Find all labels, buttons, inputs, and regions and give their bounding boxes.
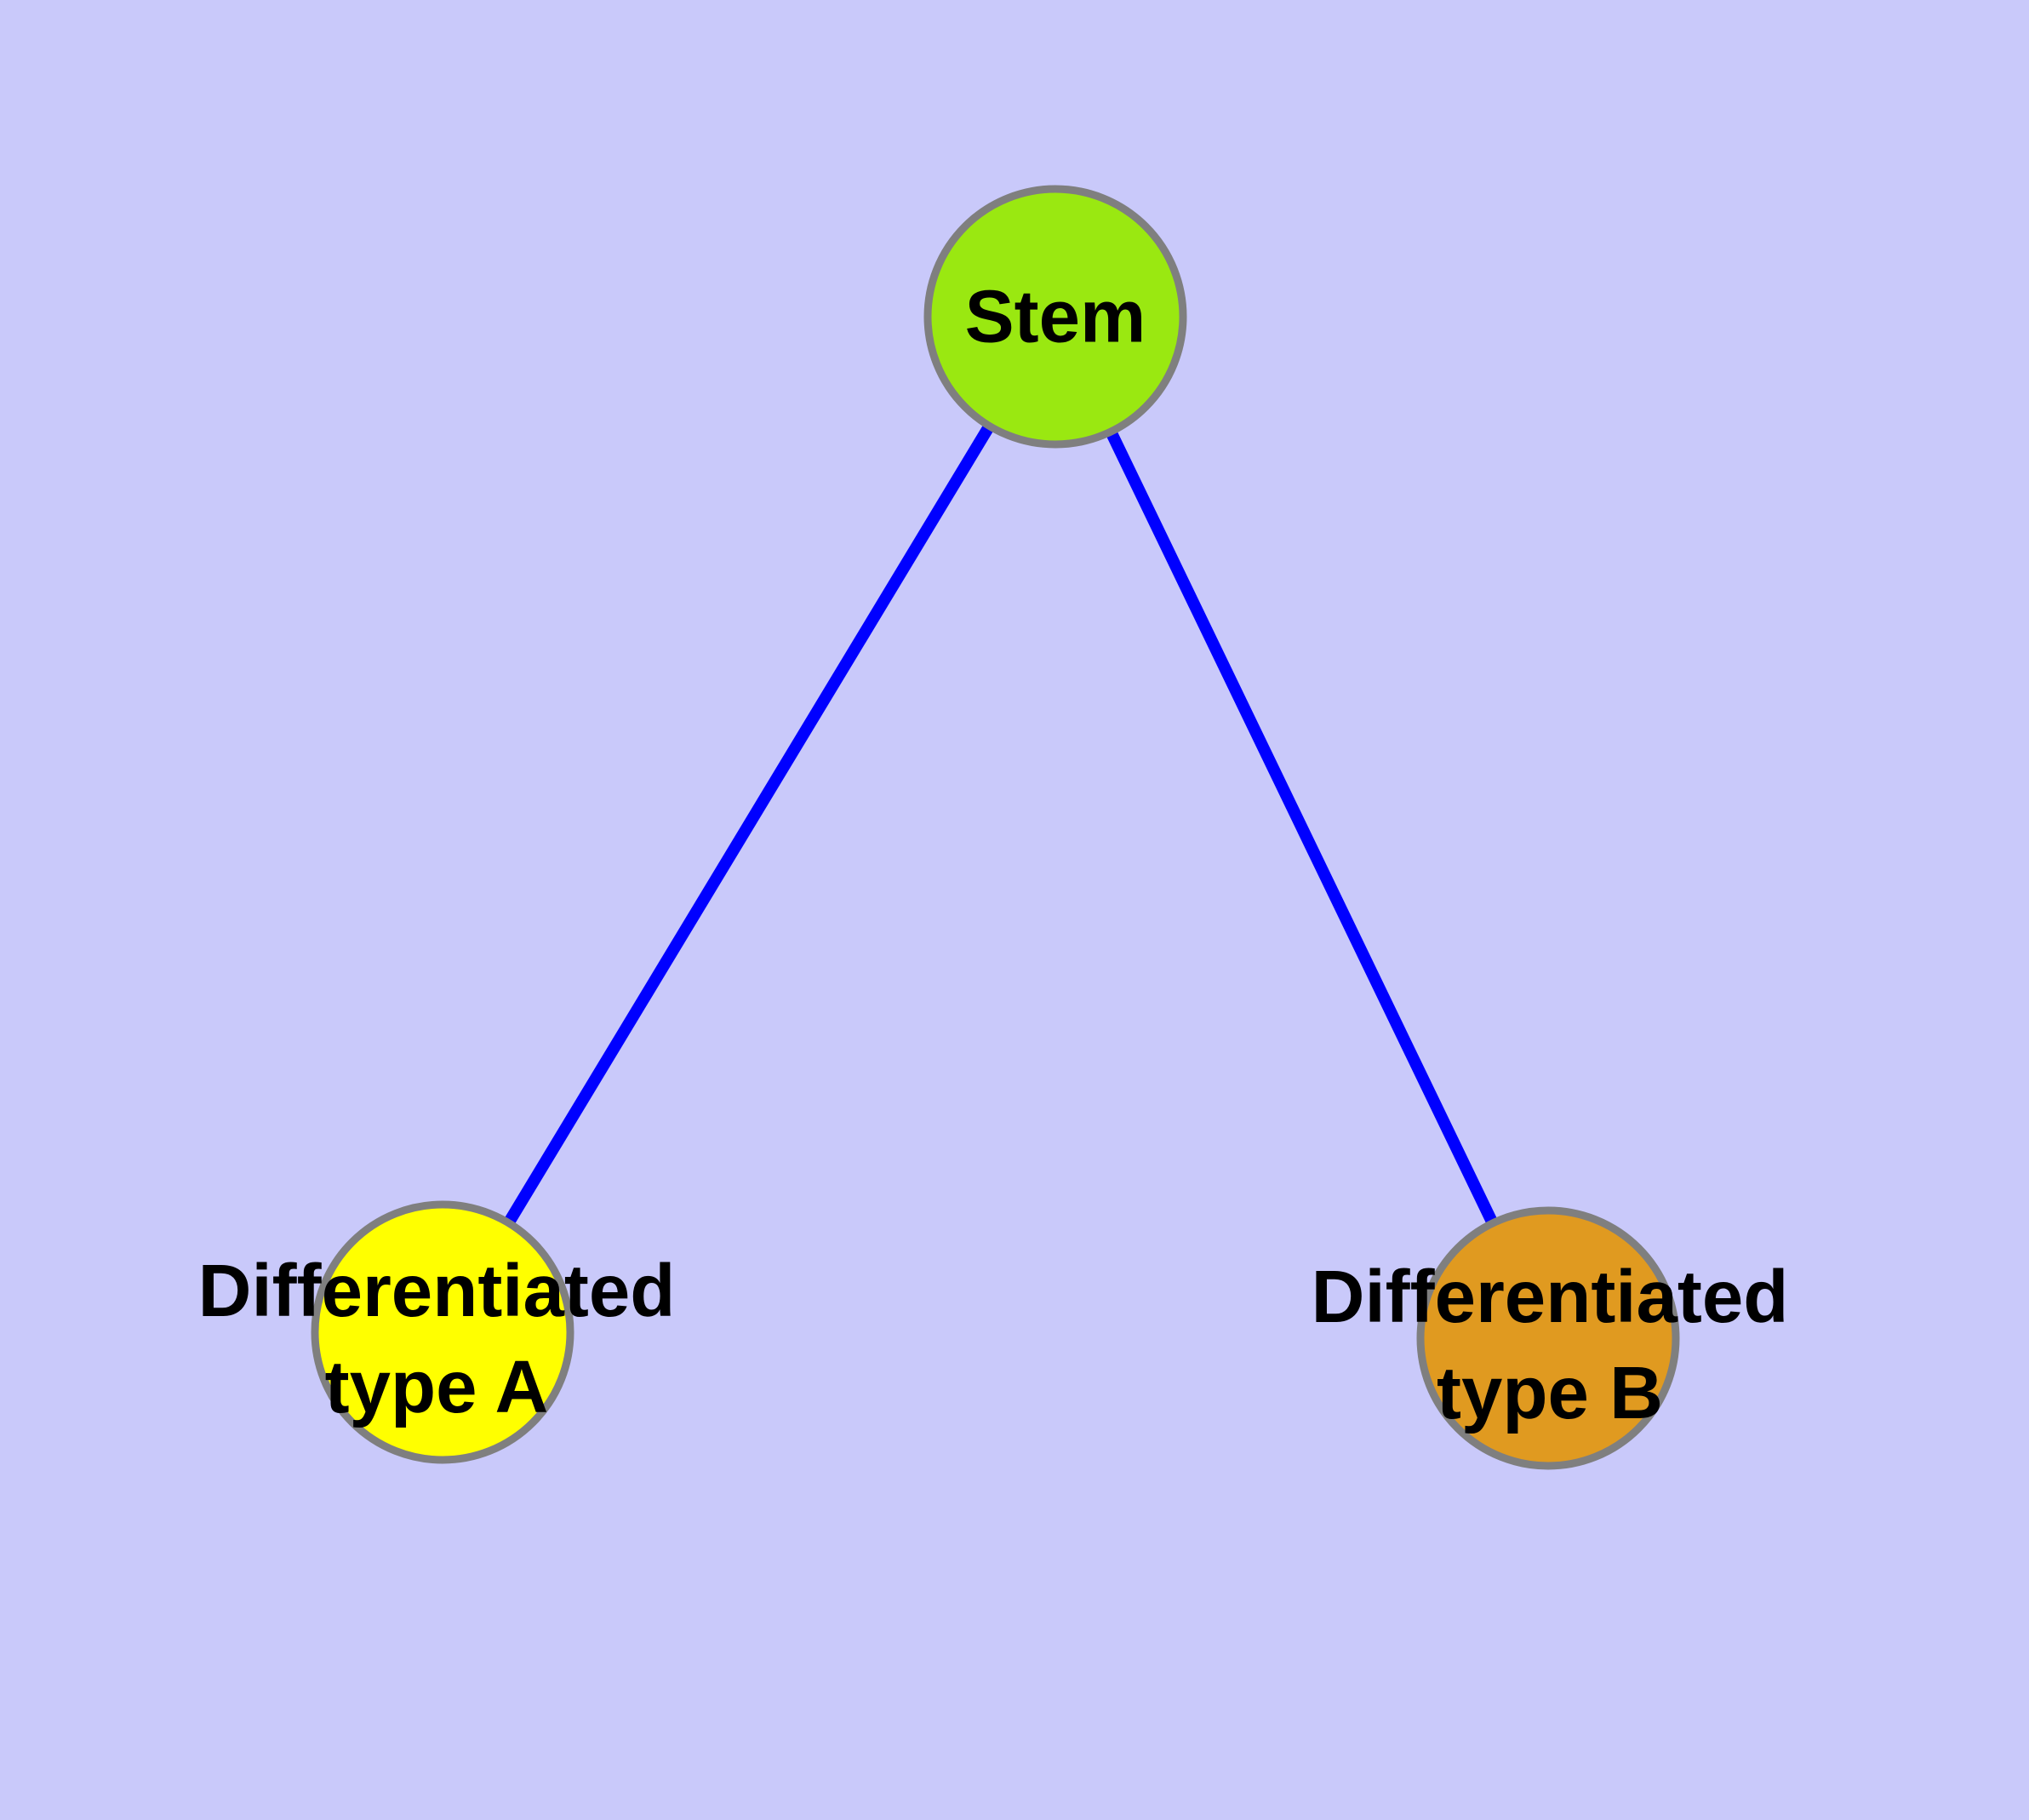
edge-stem-to-type-a xyxy=(437,313,1060,1336)
node-type-b-circle xyxy=(1416,1206,1680,1470)
edge-stem-to-type-b xyxy=(1049,313,1554,1342)
node-type-a-circle xyxy=(311,1200,574,1464)
node-stem-circle xyxy=(923,185,1187,449)
